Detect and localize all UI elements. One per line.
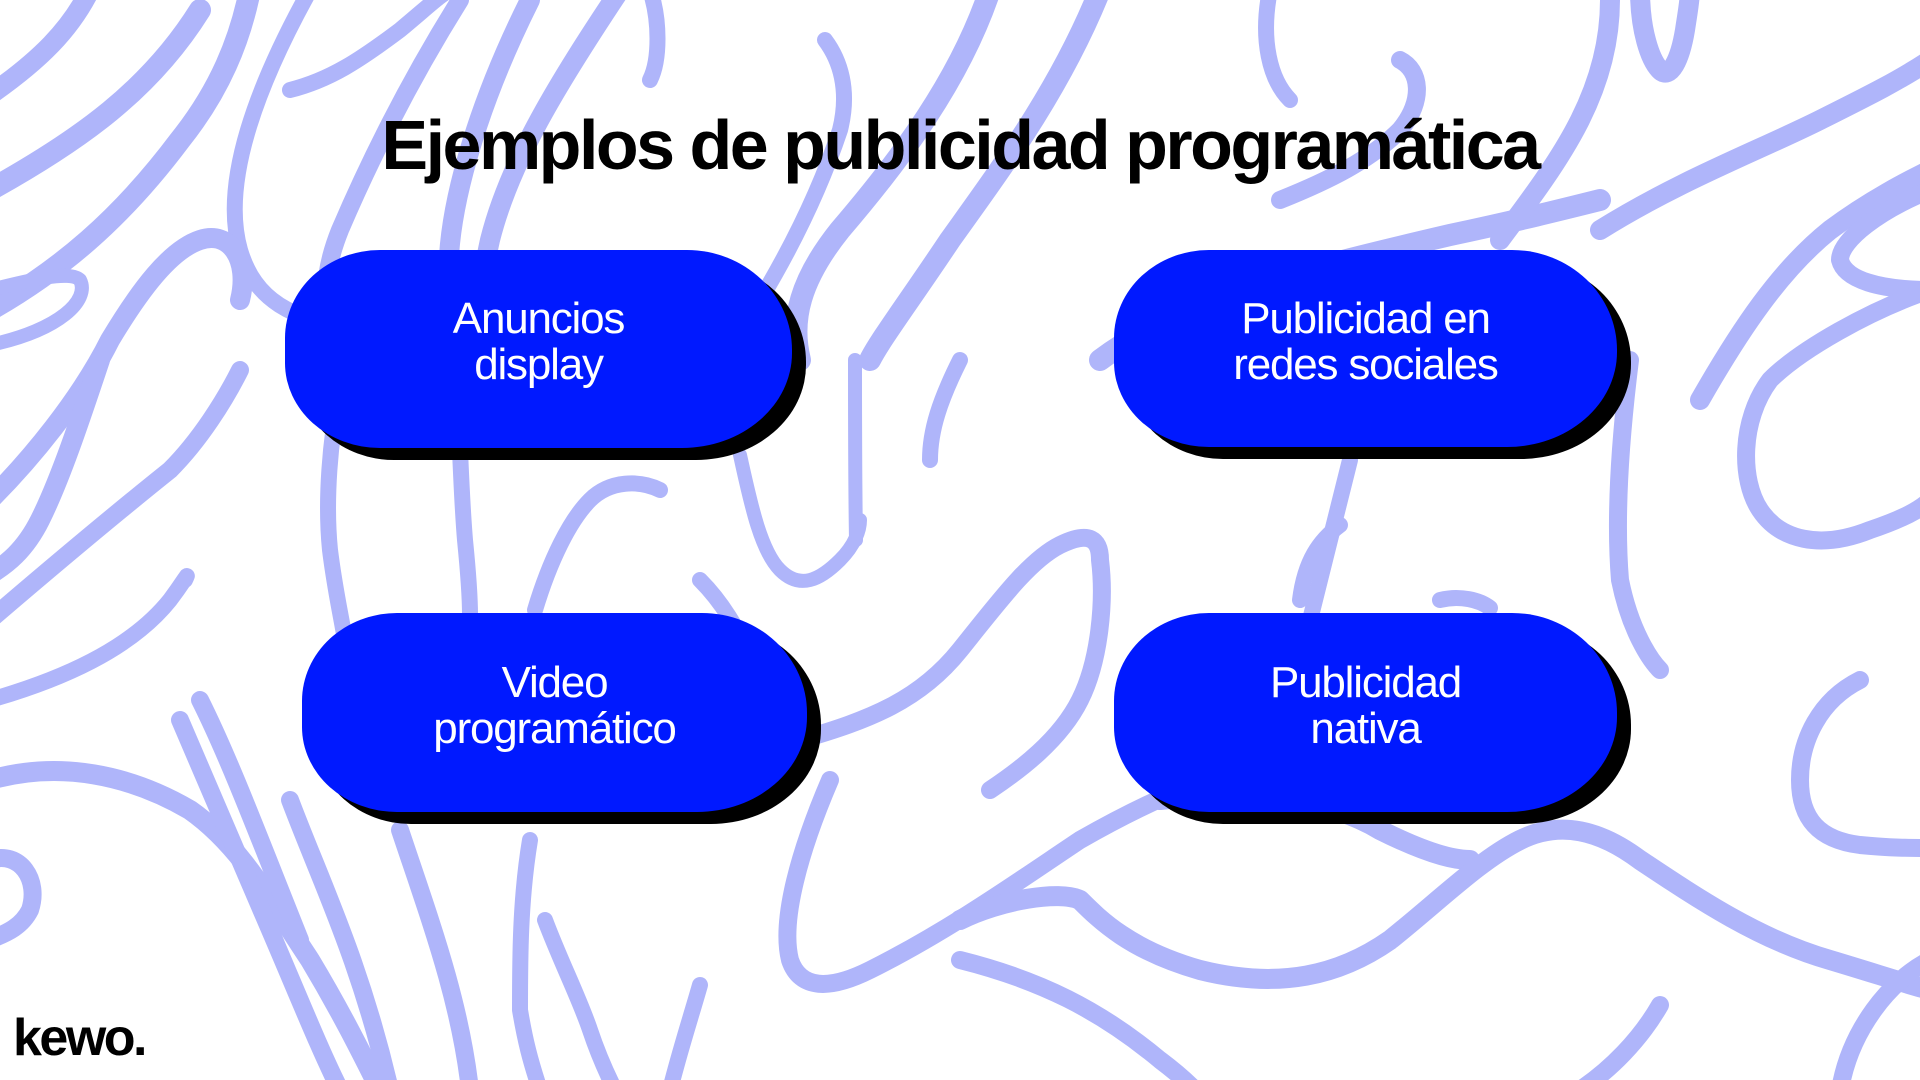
pill-label-line-1: Publicidad en <box>1241 293 1491 343</box>
pill-label-line-2: redes sociales <box>1233 339 1499 389</box>
pill-button-publicidad-nativa[interactable]: Publicidad nativa <box>1114 613 1617 812</box>
brand-logo: kewo. <box>13 1009 148 1067</box>
page-title: Ejemplos de publicidad programática <box>381 105 1541 184</box>
pill-label-line-1: Publicidad <box>1269 657 1462 707</box>
example-card-publicidad-nativa: Publicidad nativa <box>1114 613 1631 824</box>
pill-label: Anuncios display <box>452 294 626 389</box>
pill-button-video-programatico[interactable]: Video programático <box>302 613 807 812</box>
pill-button-anuncios-display[interactable]: Anuncios display <box>285 250 792 448</box>
pill-label-line-2: nativa <box>1310 703 1421 753</box>
example-card-anuncios-display: Anuncios display <box>285 250 806 460</box>
pill-label-line-2: programático <box>433 703 677 753</box>
pill-label-line-1: Video <box>501 657 609 707</box>
example-card-video-programatico: Video programático <box>302 613 821 824</box>
pill-label: Video programático <box>433 657 677 753</box>
example-card-redes-sociales: Publicidad en redes sociales <box>1114 250 1631 459</box>
pill-label: Publicidad en redes sociales <box>1233 293 1499 389</box>
pill-label: Publicidad nativa <box>1269 657 1462 753</box>
pill-label-line-2: display <box>474 340 604 389</box>
pill-label-line-1: Anuncios <box>452 294 626 343</box>
pill-button-redes-sociales[interactable]: Publicidad en redes sociales <box>1114 250 1617 447</box>
